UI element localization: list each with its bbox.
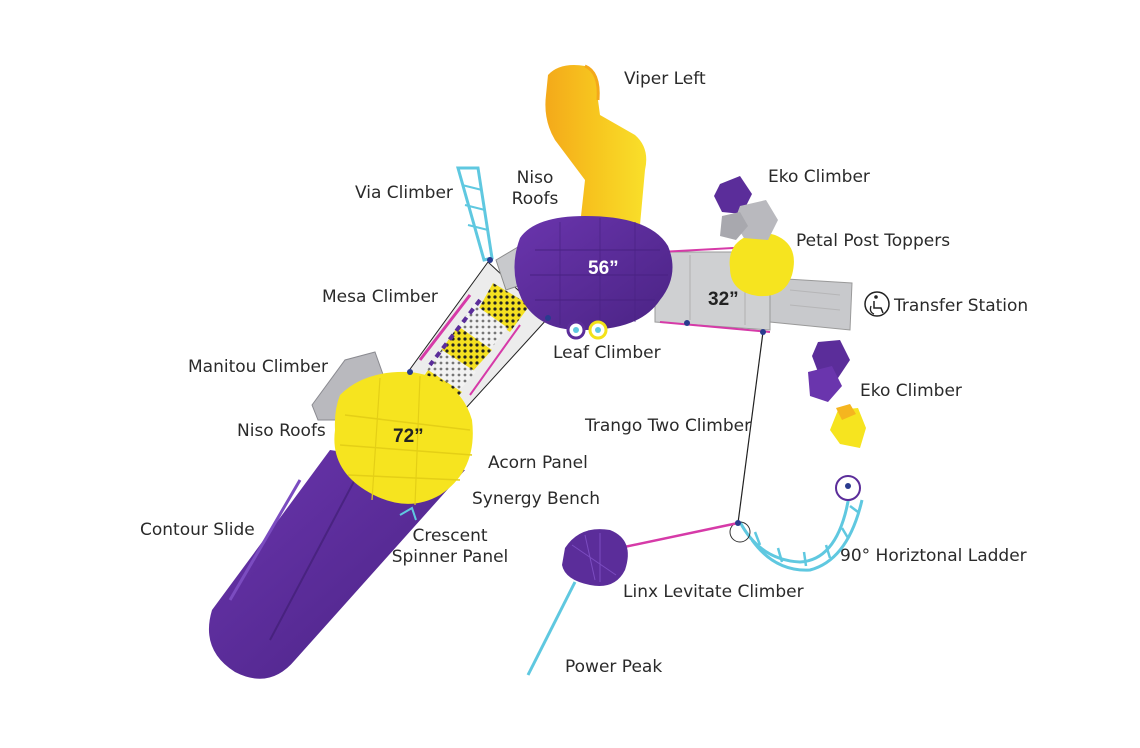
label-niso-roofs-top-line2: Roofs (511, 189, 559, 209)
via-climber-shape (456, 166, 494, 262)
label-eko-climber-right: Eko Climber (860, 381, 962, 401)
eko-climber-right-shape (808, 340, 866, 448)
post-markers (407, 257, 851, 526)
petal-post-topper-shape (729, 232, 794, 297)
niso-roof-56 (514, 216, 673, 331)
deck-height-56: 56” (588, 258, 619, 279)
label-viper-left: Viper Left (624, 69, 706, 89)
niso-roof-72 (334, 371, 473, 506)
label-manitou-climber: Manitou Climber (188, 357, 328, 377)
deck-height-72: 72” (393, 426, 424, 447)
power-peak-pole (526, 581, 577, 676)
wheelchair-transfer-icon (864, 291, 890, 317)
label-crescent-spinner-panel: Crescent Spinner Panel (388, 526, 512, 568)
label-linx-levitate-climber: Linx Levitate Climber (623, 582, 804, 602)
label-eko-climber-top: Eko Climber (768, 167, 870, 187)
deck-height-32: 32” (708, 289, 739, 310)
label-leaf-climber: Leaf Climber (553, 343, 661, 363)
label-niso-roofs-top-line1: Niso (516, 168, 554, 188)
contour-slide-shape (208, 450, 466, 679)
eko-climber-top-shape (714, 176, 778, 240)
label-via-climber: Via Climber (355, 183, 453, 203)
label-mesa-climber: Mesa Climber (322, 287, 438, 307)
label-niso-roofs-top: Niso Roofs (507, 168, 563, 210)
linx-levitate-climber-shape (562, 521, 739, 586)
label-petal-post-toppers: Petal Post Toppers (796, 231, 951, 251)
label-crescent-line2: Spinner Panel (391, 547, 509, 567)
label-crescent-line1: Crescent (412, 526, 488, 546)
trango-two-climber-line (737, 331, 764, 524)
crescent-spinner-shape (399, 506, 417, 521)
label-synergy-bench: Synergy Bench (472, 489, 601, 509)
label-niso-roofs-left: Niso Roofs (237, 421, 326, 441)
label-trango-two-climber: Trango Two Climber (585, 416, 752, 436)
label-transfer-station: Transfer Station (894, 296, 1029, 316)
label-power-peak: Power Peak (565, 657, 663, 677)
viper-left-slide (545, 64, 647, 225)
label-contour-slide: Contour Slide (140, 520, 255, 540)
label-acorn-panel: Acorn Panel (488, 453, 588, 473)
label-horizontal-ladder: 90° Horiztonal Ladder (840, 546, 1027, 566)
leaf-climber-shape (566, 320, 608, 340)
